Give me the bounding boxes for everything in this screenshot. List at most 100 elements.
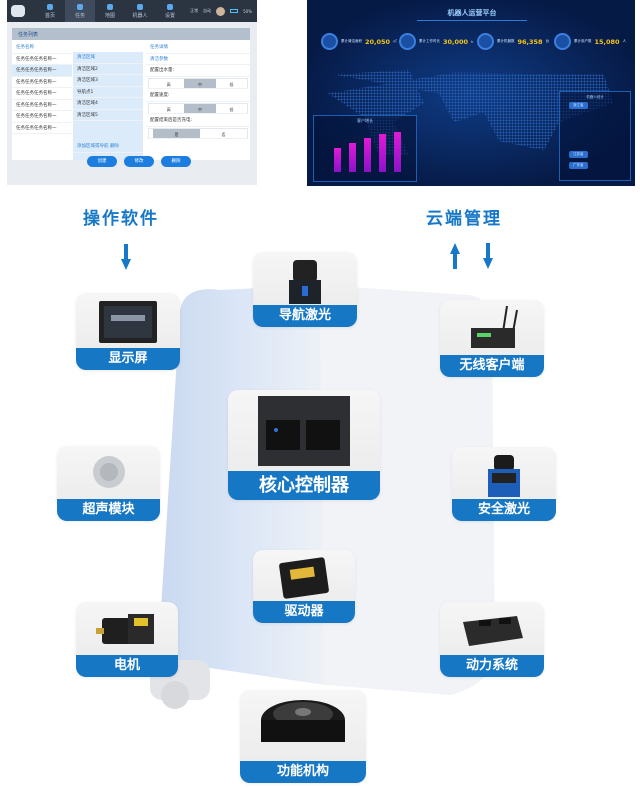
opt-mid: 中 xyxy=(184,78,216,88)
label: 功能机构 xyxy=(240,761,366,783)
area-item: 清洁区域3 xyxy=(73,75,143,87)
chart-bar xyxy=(394,132,401,172)
cloud-heading: 云端管理 xyxy=(426,209,502,229)
component-core-controller: 核心控制器 xyxy=(228,390,380,500)
col3-header: 任务详情 xyxy=(146,42,250,54)
add-area: 添加区域或导航 xyxy=(77,144,109,149)
battery-icon xyxy=(230,9,239,13)
opt-no: 否 xyxy=(221,131,226,137)
param-speed: 配置速度: xyxy=(146,90,250,102)
label: 安全激光 xyxy=(452,499,556,521)
opt-high: 高 xyxy=(166,81,171,87)
opt-low: 低 xyxy=(229,81,234,87)
controller-icon xyxy=(258,396,350,466)
area-item: 导航点1 xyxy=(73,87,143,98)
stat-icon xyxy=(554,33,571,50)
opt-yes: 是 xyxy=(153,128,200,138)
battery-level: 50% xyxy=(243,8,252,14)
ultrasonic-sensor-icon xyxy=(92,456,125,488)
label: 显示屏 xyxy=(76,348,180,370)
col2-header: 清洁区域 xyxy=(73,52,143,64)
stat-icon xyxy=(399,33,416,50)
task-item: 任务任务任务名称一 xyxy=(12,54,72,65)
nav-task: 任务 xyxy=(65,0,95,22)
component-safety-laser: 安全激光 xyxy=(452,447,556,521)
status-1: 正常 xyxy=(190,8,199,13)
app-nav-bar: 首页 任务 地图 机器人 设置 正常 自动 50% xyxy=(7,0,257,22)
stat-unit: 台 xyxy=(545,39,550,43)
region-tag: 江苏省 xyxy=(569,151,588,158)
panel-title: 任务列表 xyxy=(12,28,250,40)
chart-bar xyxy=(364,138,371,172)
stat-value: 15,080 xyxy=(594,37,620,46)
nav-settings: 设置 xyxy=(155,0,185,22)
edit-button: 修改 xyxy=(124,156,154,167)
stat-unit: ㎡ xyxy=(393,39,397,43)
chart-bar xyxy=(379,134,386,172)
delete-area: 删除 xyxy=(109,144,119,149)
task-item: 任务任务任务名称一 xyxy=(12,123,72,134)
region-tag: 浙江省 xyxy=(569,102,588,109)
arrow-up-icon xyxy=(450,243,460,269)
col3-sub: 清洁参数 xyxy=(146,54,250,65)
stat-unit: 人 xyxy=(622,39,627,43)
brush-icon xyxy=(261,700,345,742)
label: 核心控制器 xyxy=(228,471,380,500)
chart-bar xyxy=(334,148,341,172)
motor-icon xyxy=(96,614,154,644)
task-panel: 任务列表 任务名称 任务任务任务名称一 任务任务任务名称一 任务任务任务名称一 … xyxy=(12,28,250,160)
stat-value: 20,050 xyxy=(365,37,391,46)
task-item: 任务任务任务名称一 xyxy=(12,65,72,77)
stat-value: 96,358 xyxy=(517,37,543,46)
label: 超声模块 xyxy=(57,499,160,521)
label: 驱动器 xyxy=(253,601,355,623)
robot-stats-panel: 机器人统计 浙江省 江苏省 广东省 xyxy=(559,91,631,181)
opt-mid: 中 xyxy=(184,103,216,113)
delete-button: 删除 xyxy=(161,156,191,167)
nav-map: 地图 xyxy=(95,0,125,22)
stat-unit: h xyxy=(471,39,474,44)
nav-robot: 机器人 xyxy=(125,0,155,22)
region-tag: 广东省 xyxy=(569,162,588,169)
chart-title: 客户增长 xyxy=(357,118,373,123)
task-item: 任务任务任务名称一 xyxy=(12,88,72,100)
stat-label: 累计机器数 xyxy=(497,39,515,43)
component-ultrasonic: 超声模块 xyxy=(57,446,160,521)
create-button: 创建 xyxy=(87,156,117,167)
task-item: 任务任务任务名称一 xyxy=(12,100,72,111)
area-item: 清洁区域2 xyxy=(73,64,143,75)
stat-label: 累计工作时长 xyxy=(419,39,440,43)
label: 电机 xyxy=(76,655,178,677)
component-function: 功能机构 xyxy=(240,690,366,783)
robot-logo-icon xyxy=(11,5,25,17)
safety-laser-icon xyxy=(488,455,520,497)
opt-high: 高 xyxy=(166,106,171,112)
label: 动力系统 xyxy=(440,655,544,677)
stat-value: 30,000 xyxy=(443,37,469,46)
display-screen-icon xyxy=(99,301,157,343)
software-screenshot: 首页 任务 地图 机器人 设置 正常 自动 50% 任务列表 任务名称 任务任务… xyxy=(7,0,257,185)
task-item: 任务任务任务名称一 xyxy=(12,111,72,123)
chart-bar xyxy=(349,143,356,172)
component-power: 动力系统 xyxy=(440,602,544,677)
growth-chart: 客户增长 xyxy=(313,115,417,182)
battery-system-icon xyxy=(463,616,523,646)
stat-label: 累计用户数 xyxy=(574,39,592,43)
status-2: 自动 xyxy=(203,8,212,13)
label: 无线客户端 xyxy=(440,355,544,377)
dashboard-title: 机器人运营平台 xyxy=(417,6,527,21)
nav-home: 首页 xyxy=(35,0,65,22)
wireless-router-icon xyxy=(471,306,518,348)
component-wireless: 无线客户端 xyxy=(440,300,544,377)
software-heading: 操作软件 xyxy=(83,209,159,229)
param-charge: 配置结束后是否充电: xyxy=(146,115,250,127)
lidar-icon xyxy=(289,260,321,304)
component-driver: 驱动器 xyxy=(253,550,355,623)
param-water: 配置出水量: xyxy=(146,65,250,77)
col1-header: 任务名称 xyxy=(12,42,72,54)
side-title: 机器人统计 xyxy=(586,95,604,99)
label: 导航激光 xyxy=(253,305,357,327)
opt-low: 低 xyxy=(229,106,234,112)
avatar xyxy=(216,6,226,16)
motor-driver-icon xyxy=(279,557,329,599)
